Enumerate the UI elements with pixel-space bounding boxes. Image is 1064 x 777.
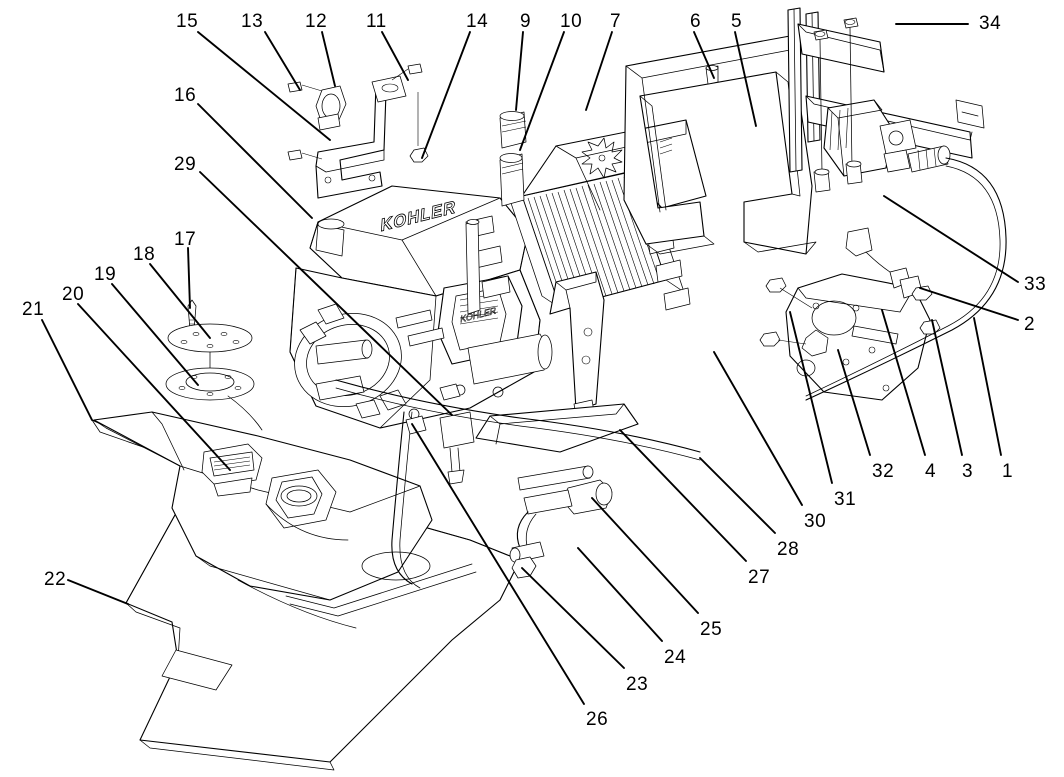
callout-9: 9 — [520, 11, 532, 32]
callout-32: 32 — [872, 461, 895, 482]
callout-22: 22 — [44, 569, 67, 590]
leader-line-2 — [919, 287, 1019, 321]
leader-line-19 — [111, 283, 199, 386]
callout-3: 3 — [962, 461, 974, 482]
leader-line-18 — [149, 263, 211, 339]
callout-27: 27 — [748, 567, 771, 588]
leader-line-3 — [931, 319, 963, 456]
callout-4: 4 — [925, 461, 937, 482]
leader-line-1 — [973, 317, 1002, 456]
callout-16: 16 — [174, 85, 197, 106]
leader-line-33 — [883, 195, 1019, 283]
callout-25: 25 — [700, 619, 723, 640]
leader-line-28 — [699, 457, 776, 534]
leader-line-10 — [519, 31, 565, 151]
upper-bracket-group — [287, 63, 429, 199]
leader-line-7 — [585, 31, 613, 111]
callout-17: 17 — [174, 229, 197, 250]
leader-line-25 — [591, 497, 699, 614]
leader-line-5 — [734, 31, 757, 127]
leader-line-15 — [197, 31, 331, 141]
callout-23: 23 — [626, 674, 649, 695]
callout-20: 20 — [62, 284, 85, 305]
leader-lines — [41, 23, 1019, 705]
callout-29: 29 — [174, 154, 197, 175]
callout-13: 13 — [241, 11, 264, 32]
callout-19: 19 — [94, 264, 117, 285]
leader-line-14 — [421, 31, 471, 159]
hoses-fittings-group — [335, 379, 701, 589]
leader-line-4 — [881, 309, 926, 456]
callout-2: 2 — [1024, 314, 1036, 335]
callout-11: 11 — [366, 11, 387, 32]
callout-34: 34 — [979, 13, 1002, 34]
leader-line-32 — [837, 349, 871, 456]
leader-line-22 — [67, 579, 129, 605]
leader-line-24 — [577, 547, 663, 642]
leader-line-30 — [713, 351, 803, 506]
callout-31: 31 — [834, 489, 857, 510]
leader-line-31 — [789, 311, 833, 484]
callout-15: 15 — [176, 11, 199, 32]
right-mounting-plate-group — [759, 227, 941, 401]
leader-line-11 — [381, 31, 409, 81]
leader-line-23 — [521, 567, 625, 669]
callout-21: 21 — [22, 299, 45, 320]
callout-5: 5 — [731, 11, 743, 32]
support-bracket-group — [475, 271, 639, 453]
callout-24: 24 — [664, 647, 687, 668]
leader-line-6 — [693, 31, 715, 79]
leader-line-26 — [411, 423, 585, 705]
hydraulic-pump-group — [787, 7, 1007, 401]
callout-30: 30 — [804, 511, 827, 532]
callout-33: 33 — [1024, 274, 1047, 295]
leader-line-16 — [197, 103, 313, 219]
callout-12: 12 — [305, 11, 328, 32]
leader-line-9 — [515, 31, 524, 111]
leader-line-17 — [187, 247, 191, 309]
callout-7: 7 — [610, 11, 622, 32]
leader-line-20 — [77, 303, 231, 471]
callout-14: 14 — [466, 11, 489, 32]
leader-line-29 — [199, 171, 453, 416]
leader-line-21 — [41, 319, 93, 421]
fuel-tank-group — [93, 411, 433, 601]
callout-28: 28 — [777, 539, 800, 560]
callout-10: 10 — [560, 11, 583, 32]
callout-26: 26 — [586, 709, 609, 730]
shroud-panel-group — [623, 35, 817, 255]
leader-line-12 — [321, 31, 336, 87]
callout-1: 1 — [1002, 461, 1014, 482]
leader-line-13 — [264, 31, 301, 91]
leader-line-27 — [619, 429, 747, 562]
callout-18: 18 — [133, 244, 156, 265]
callout-6: 6 — [690, 11, 702, 32]
